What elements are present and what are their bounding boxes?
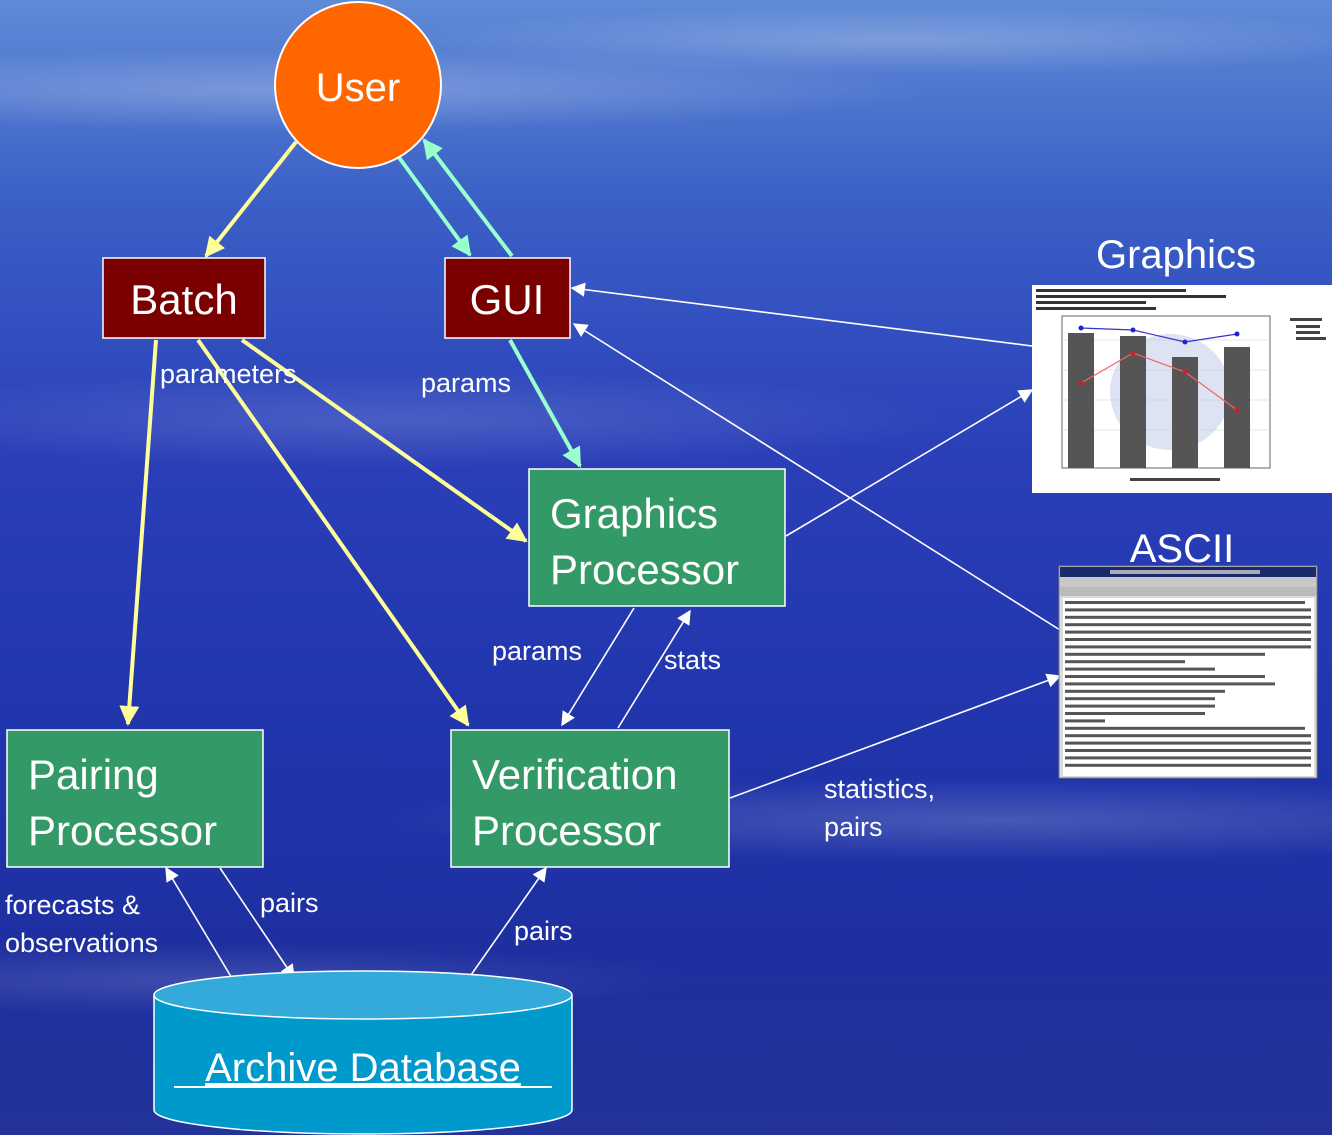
batch-label: Batch (130, 276, 237, 323)
edge-label-graphics-to-verification-params: params (492, 636, 582, 666)
arrow-ascii-to-gui (572, 323, 1061, 631)
arrow-user-to-batch (204, 140, 298, 258)
edge-label-verification-outputs-line1: statistics, (824, 774, 935, 804)
user-label: User (316, 66, 400, 110)
verification-processor-label-line1: Verification (472, 751, 677, 798)
arrow-verification-to-ascii (729, 673, 1062, 799)
archive-database-node: Archive Database (153, 970, 573, 1135)
edge-label-db-to-verification: pairs (514, 916, 573, 946)
edge-label-db-to-pairing-line2: observations (5, 928, 158, 958)
arrow-batch-to-graphics-processor (240, 338, 528, 543)
verification-processor-label-line2: Processor (472, 807, 661, 854)
gui-node: GUI (444, 257, 571, 339)
edge-label-verification-to-graphics-stats: stats (664, 645, 721, 675)
edge-label-gui-params: params (421, 368, 511, 398)
graphics-processor-label-line2: Processor (550, 546, 739, 593)
arrow-user-to-gui (396, 154, 472, 257)
edge-label-batch-parameters: parameters (160, 359, 297, 389)
arrow-db-to-verification (463, 866, 547, 986)
ascii-output-thumbnail (1058, 565, 1318, 779)
archive-database-label[interactable]: Archive Database (205, 1046, 521, 1090)
graphics-output-thumbnail (1032, 285, 1332, 493)
graphics-output-title: Graphics (1096, 233, 1256, 277)
pairing-processor-label-line1: Pairing (28, 751, 159, 798)
data-arrows (165, 282, 1062, 986)
pairing-processor-label-line2: Processor (28, 807, 217, 854)
edge-label-db-to-pairing-line1: forecasts & (5, 890, 140, 920)
gui-arrows (396, 138, 582, 468)
edge-label-verification-outputs-line2: pairs (824, 812, 883, 842)
graphics-processor-label-line1: Graphics (550, 490, 718, 537)
verification-processor-node: Verification Processor (450, 729, 730, 868)
user-node: User (274, 1, 442, 169)
edge-label-pairing-to-db: pairs (260, 888, 319, 918)
batch-arrows (119, 140, 528, 727)
gui-label: GUI (470, 276, 545, 323)
arrow-db-to-pairing (165, 866, 237, 986)
graphics-processor-node: Graphics Processor (528, 468, 786, 607)
batch-node: Batch (102, 257, 266, 339)
arrow-verification-to-graphics-stats (617, 609, 691, 729)
arrow-gui-to-graphics-processor (508, 339, 582, 468)
pairing-processor-node: Pairing Processor (6, 729, 264, 868)
arrow-gui-to-user (422, 138, 514, 258)
arrow-pairing-to-db (219, 867, 295, 980)
arrow-graphics-processor-to-image (785, 389, 1034, 537)
arrow-graphics-image-to-gui (570, 282, 1033, 347)
arrow-graphics-to-verification-params (561, 607, 635, 727)
ascii-output-title: ASCII (1130, 527, 1234, 571)
arrow-batch-to-pairing (119, 339, 158, 726)
arrow-batch-to-verification (196, 338, 470, 727)
